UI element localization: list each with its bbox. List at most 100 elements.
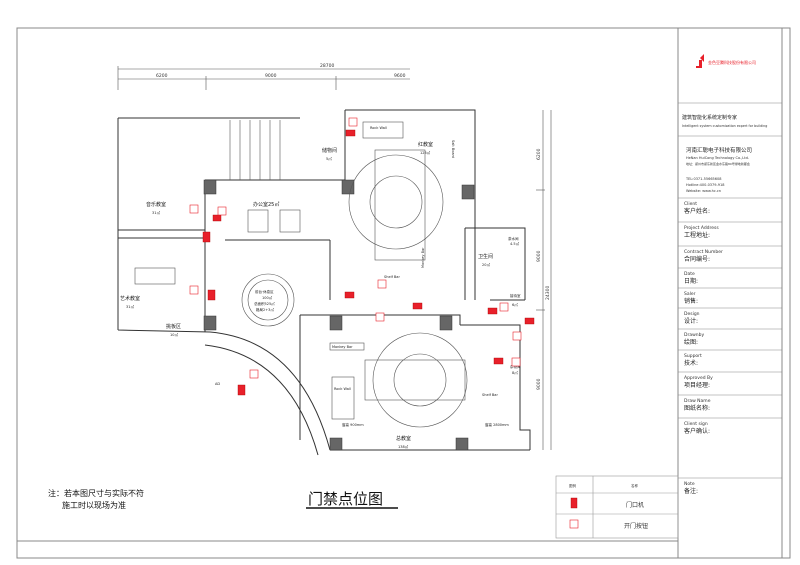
room-classroom2-area: 138㎡ [398, 444, 409, 449]
exit-button-icon [512, 331, 522, 341]
room-pick-name: 挑板区 [166, 323, 181, 330]
field-label-cn: 技术: [684, 359, 698, 367]
exit-button-icon [348, 117, 358, 127]
room-classroom2-name: 总教室 [396, 435, 411, 442]
door-intercom-icon [345, 129, 356, 137]
note-line-1: 注：若本图尺寸与实际不符 [48, 488, 144, 498]
field-label-en: Contract Number [684, 249, 723, 255]
slogan-cn: 建筑智能化系统定制专家 [682, 114, 737, 121]
ad-label: AD [215, 382, 220, 386]
company-tel: TEL:0371-55665608 [685, 177, 721, 181]
dim-total-top: 28700 [320, 63, 334, 69]
salt-board-label: Salt Board [451, 140, 455, 158]
room-tea-name: 茶水间 [508, 236, 519, 241]
room-music-name: 音乐教室 [146, 201, 166, 208]
exit-button-icon [569, 519, 579, 529]
top-dimension-lines: 28700 6200 9000 9600 [117, 63, 410, 90]
lobby-round-sofa [241, 273, 295, 327]
room-office-name: 办公室25㎡ [253, 201, 279, 208]
rock-wall-2 [331, 376, 355, 420]
room-pick-area: 10㎡ [170, 332, 178, 337]
door-intercom-icon [570, 497, 578, 509]
exit-button-devices [189, 117, 522, 379]
door-intercom-icon [493, 357, 504, 365]
drawing-title: 门禁点位图 [308, 490, 383, 508]
rock-wall-1 [362, 121, 404, 139]
room-lobby-l2: 100㎡ [262, 295, 273, 300]
dim-right-2: 9000 [536, 250, 542, 262]
legend-label-exit-button: 开门按钮 [624, 522, 648, 530]
title-block: 金色豆腾科技股份有限公司 建筑智能化系统定制专家 Intelligent sys… [678, 54, 782, 193]
shelf-bar-label: Shelf Bar [384, 275, 400, 279]
company-name-en: HeNan HuiCong Technology Co.,Ltd. [686, 156, 749, 160]
room-toilet-name: 卫生间 [478, 253, 493, 260]
monkey-bar-label-2: Monkey Bar [421, 247, 425, 268]
room-storage-area: 5㎡ [326, 156, 332, 161]
room-lobby-l3: 总面积525㎡ [254, 301, 275, 306]
door-intercom-icon [487, 307, 498, 315]
room-art-area: 31㎡ [126, 304, 134, 309]
field-label-cn: 图纸名称: [684, 404, 710, 412]
field-label-en: Client [684, 201, 697, 207]
room-art-name: 艺术教室 [120, 295, 140, 302]
field-label-cn: 备注: [684, 487, 698, 495]
window-height-2: 窗高 2800mm [485, 422, 509, 427]
rock-wall-label: Rock Wall [370, 126, 387, 130]
company-name-cn: 河南汇聪电子科技有限公司 [686, 146, 752, 154]
door-intercom-icon [524, 317, 535, 325]
dim-top-3: 9600 [394, 73, 406, 79]
rock-wall-label-2: Rock Wall [334, 387, 351, 391]
door-intercom-icon [237, 384, 246, 396]
field-label-en: Drawnby [684, 332, 704, 338]
room-lobby-l4: 格局2+3㎡ [256, 307, 274, 312]
exit-button-icon [217, 206, 227, 216]
exit-button-icon [249, 369, 259, 379]
dim-top-2: 9000 [265, 73, 277, 79]
door-intercom-icon [344, 291, 355, 299]
field-label-cn: 合同编号: [684, 255, 710, 263]
exit-button-icon [375, 312, 385, 322]
note-line-2: 施工时以现场为准 [62, 500, 126, 510]
legend-label-intercom: 门口机 [626, 501, 644, 509]
dim-right-3: 9000 [536, 378, 542, 390]
field-label-en: Client sign [684, 421, 708, 427]
door-intercom-devices [202, 129, 535, 396]
right-dimension-lines: 6200 9000 9000 24300 [536, 110, 552, 450]
field-label-en: Approved By [684, 375, 713, 381]
legend-header-symbol: 图例 [569, 483, 577, 488]
legend-table: 图例 名称 门口机 开门按钮 [555, 475, 679, 539]
room-classroom1-area: 125㎡ [420, 150, 431, 155]
company-website: Website: www.hc.cn [686, 189, 721, 193]
room-reception-name: 接待室 [510, 293, 521, 298]
room-misc-area: 8㎡ [512, 370, 518, 375]
exit-button-icon [499, 302, 509, 312]
classroom2-mat [364, 332, 468, 428]
field-label-cn: 销售: [684, 297, 698, 305]
legend-header-name: 名称 [631, 483, 639, 488]
field-label-cn: 客户确认: [684, 427, 710, 435]
room-classroom1-name: 红教室 [418, 141, 433, 148]
field-label-cn: 设计: [684, 317, 698, 325]
dim-right-1: 6200 [536, 148, 542, 160]
exit-button-icon [511, 357, 521, 367]
door-intercom-icon [202, 231, 211, 243]
door-intercom-icon [207, 289, 216, 301]
monkey-bar-label: Monkey Bar [332, 345, 353, 349]
door-intercom-icon [412, 302, 423, 310]
drawing-frame [16, 27, 791, 559]
company-logo-icon [696, 54, 704, 68]
field-label-cn: 客户姓名: [684, 207, 710, 215]
room-music-area: 31㎡ [152, 210, 160, 215]
room-misc-name: 杂物间 [510, 364, 521, 369]
walls [117, 109, 531, 456]
field-label-cn: 绘图: [684, 338, 698, 346]
exit-button-icon [189, 285, 199, 295]
field-label-cn: 日期: [684, 277, 698, 285]
room-labels: 音乐教室 31㎡ 艺术教室 31㎡ 挑板区 10㎡ 办公室25㎡ 前台·休息区 … [120, 141, 521, 449]
field-label-en: Saler [684, 291, 696, 297]
window-height-1: 窗高 900mm [342, 422, 364, 427]
field-label-cn: 工程地址: [684, 231, 710, 239]
door-intercom-icon [212, 214, 222, 222]
